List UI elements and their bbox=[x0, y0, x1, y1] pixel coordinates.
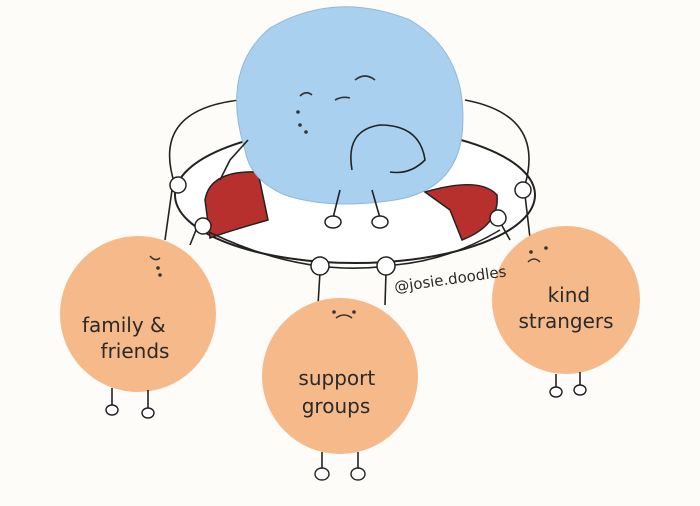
center-arms-up bbox=[317, 271, 387, 306]
kind-strangers-body bbox=[492, 226, 640, 374]
support-groups-legs bbox=[321, 452, 359, 468]
character-kind-strangers: kind strangers bbox=[489, 181, 640, 398]
sad-eyes bbox=[299, 75, 376, 101]
sad-legs bbox=[332, 189, 381, 219]
kind-strangers-label-line2: strangers bbox=[518, 309, 613, 333]
support-groups-label-line1: support bbox=[298, 366, 375, 390]
svg-text:family & friends: family & friends bbox=[82, 313, 172, 363]
family-friends-body bbox=[60, 236, 216, 392]
artist-signature: @josie.doodles bbox=[393, 262, 508, 296]
lifebuoy-red-segment-left bbox=[204, 171, 269, 240]
family-friends-legs bbox=[111, 388, 149, 408]
support-groups-label-line2: groups bbox=[302, 394, 371, 418]
lifebuoy-rope bbox=[168, 99, 530, 269]
svg-text:support groups: support groups bbox=[298, 366, 381, 418]
support-groups-body bbox=[262, 298, 418, 454]
sad-arm-right bbox=[350, 124, 426, 174]
character-family-friends: family & friends bbox=[60, 176, 216, 419]
sad-arm-left bbox=[219, 139, 249, 181]
sad-blob-character bbox=[219, 6, 464, 229]
family-friends-label-line1: family & bbox=[82, 313, 166, 337]
lifebuoy-red-segment-right bbox=[423, 183, 498, 241]
svg-text:kind strangers: kind strangers bbox=[518, 283, 613, 333]
kind-strangers-label-line1: kind bbox=[548, 283, 591, 307]
family-friends-label-line2: friends bbox=[101, 339, 170, 363]
kind-strangers-legs bbox=[555, 372, 581, 388]
character-support-groups: support groups bbox=[262, 256, 418, 481]
